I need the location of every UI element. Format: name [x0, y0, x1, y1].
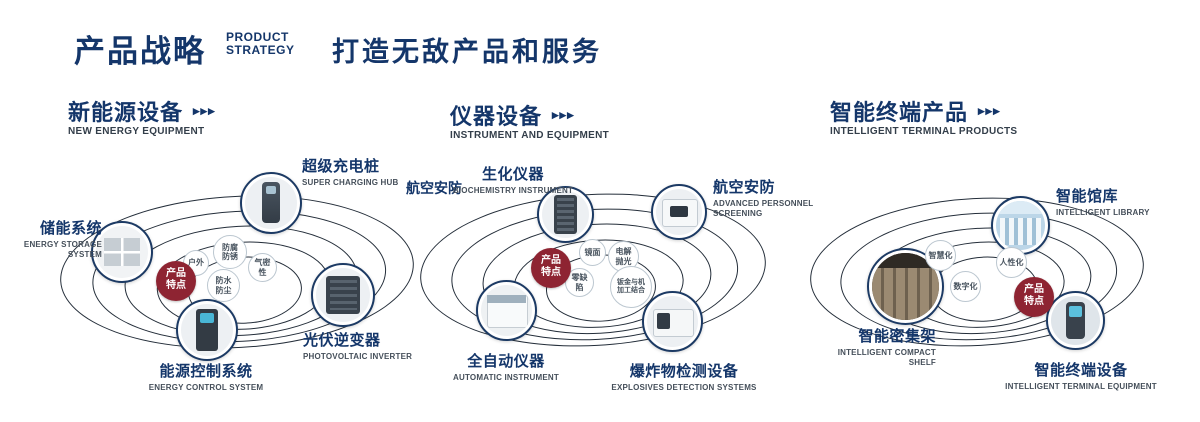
- instrument-rack-image: [542, 191, 589, 238]
- section-title-new-energy: 新能源设备 ▸▸▸: [68, 95, 216, 127]
- control-cabinet-image: [181, 304, 233, 356]
- product-name-en: BIOCHEMISTRY INSTRUMENT: [452, 186, 574, 195]
- compact-shelf-image: [872, 253, 939, 320]
- product-energy-control-system: [176, 299, 238, 361]
- feature-bubble: 数字化: [950, 271, 981, 302]
- product-label-energy-control: 能源控制系统 ENERGY CONTROL SYSTEM: [130, 360, 282, 393]
- product-name-cn: 智能馆库: [1056, 188, 1119, 205]
- product-name-cn: 光伏逆变器: [303, 332, 381, 349]
- product-label-terminal-equipment: 智能终端设备 INTELLIGENT TERMINAL EQUIPMENT: [1000, 359, 1162, 392]
- triple-chevron-icon: ▸▸▸: [552, 107, 575, 122]
- product-name-en: ENERGY STORAGE SYSTEM: [23, 240, 102, 259]
- product-energy-storage-system: [91, 221, 153, 283]
- product-label-automatic-instrument: 全自动仪器 AUTOMATIC INSTRUMENT: [430, 350, 582, 383]
- explosives-detector-image: [647, 296, 698, 347]
- product-photovoltaic-inverter: [311, 263, 375, 327]
- charging-hub-image: [245, 177, 297, 229]
- product-label-compact-shelf: 智能密集架 INTELLIGENT COMPACT SHELF: [828, 325, 936, 368]
- page-title-en-line2: STRATEGY: [226, 43, 295, 57]
- product-name-en: INTELLIGENT TERMINAL EQUIPMENT: [1005, 382, 1157, 391]
- product-name-cn: 智能密集架: [858, 328, 936, 345]
- feature-bubble: 防水防尘: [207, 269, 240, 302]
- product-label-explosives-detection: 爆炸物检测设备 EXPLOSIVES DETECTION SYSTEMS: [600, 360, 768, 393]
- product-name-en: ADVANCED PERSONNEL SCREENING: [713, 199, 814, 218]
- page-title-en: PRODUCT STRATEGY: [226, 31, 294, 57]
- inverter-image: [316, 268, 370, 322]
- product-label-intelligent-library: 智能馆库 INTELLIGENT LIBRARY: [1056, 185, 1178, 218]
- feature-bubble: 镜面: [579, 239, 606, 266]
- page-slogan: 打造无敌产品和服务: [332, 37, 602, 67]
- page-title: 产品战略: [74, 34, 206, 69]
- library-image: [996, 201, 1045, 250]
- feature-badge: 产品特点: [531, 248, 571, 288]
- product-personnel-screening: [651, 184, 707, 240]
- feature-badge: 产品特点: [1014, 277, 1054, 317]
- energy-storage-image: [96, 226, 148, 278]
- terminal-kiosk-image: [1051, 296, 1100, 345]
- product-label-biochemistry: 生化仪器 BIOCHEMISTRY INSTRUMENT: [448, 163, 578, 196]
- feature-bubble: 人性化: [996, 247, 1027, 278]
- product-name-cn: 爆炸物检测设备: [629, 363, 739, 380]
- product-name-cn: 生化仪器: [481, 166, 544, 183]
- product-intelligent-terminal-equipment: [1046, 291, 1105, 350]
- product-name-en: INTELLIGENT COMPACT SHELF: [837, 348, 936, 367]
- side-label-aviation-security: 航空安防: [406, 180, 462, 196]
- feature-bubble: 气密性: [248, 253, 277, 282]
- product-biochemistry-instrument: [537, 186, 594, 243]
- product-name-cn: 能源控制系统: [159, 363, 253, 380]
- product-super-charging-hub: [240, 172, 302, 234]
- product-name-cn: 智能终端设备: [1034, 362, 1128, 379]
- product-name-en: SUPER CHARGING HUB: [302, 178, 399, 187]
- screening-machine-image: [656, 189, 702, 235]
- product-label-energy-storage: 储能系统 ENERGY STORAGE SYSTEM: [6, 217, 102, 260]
- triple-chevron-icon: ▸▸▸: [978, 103, 1001, 118]
- section-subtitle-intelligent-terminal: INTELLIGENT TERMINAL PRODUCTS: [830, 126, 1018, 137]
- triple-chevron-icon: ▸▸▸: [193, 103, 216, 118]
- feature-bubble: 智慧化: [925, 240, 956, 271]
- product-label-photovoltaic-inverter: 光伏逆变器 PHOTOVOLTAIC INVERTER: [303, 329, 421, 362]
- section-subtitle-new-energy: NEW ENERGY EQUIPMENT: [68, 126, 205, 137]
- product-name-cn: 储能系统: [39, 220, 102, 237]
- product-name-cn: 超级充电桩: [302, 158, 380, 175]
- product-label-personnel-screening: 航空安防 ADVANCED PERSONNEL SCREENING: [713, 176, 825, 219]
- product-name-cn: 全自动仪器: [467, 353, 545, 370]
- automatic-instrument-image: [481, 285, 532, 336]
- product-explosives-detection: [642, 291, 703, 352]
- product-name-en: AUTOMATIC INSTRUMENT: [453, 373, 559, 382]
- section-title-text: 仪器设备: [450, 104, 543, 129]
- product-label-super-charging-hub: 超级充电桩 SUPER CHARGING HUB: [302, 155, 422, 188]
- feature-bubble: 防腐防锈: [213, 235, 247, 269]
- product-name-en: PHOTOVOLTAIC INVERTER: [303, 352, 413, 361]
- feature-badge: 产品特点: [156, 261, 196, 301]
- product-name-en: ENERGY CONTROL SYSTEM: [148, 383, 264, 392]
- section-title-instrument: 仪器设备 ▸▸▸: [450, 99, 575, 131]
- product-name-en: INTELLIGENT LIBRARY: [1056, 208, 1150, 217]
- product-name-cn: 航空安防: [713, 179, 776, 196]
- section-title-text: 新能源设备: [68, 100, 184, 125]
- section-title-intelligent-terminal: 智能终端产品 ▸▸▸: [830, 95, 1001, 127]
- feature-bubble: 钣金与机加工结合: [610, 266, 652, 308]
- product-name-en: EXPLOSIVES DETECTION SYSTEMS: [611, 383, 757, 392]
- product-automatic-instrument: [476, 280, 537, 341]
- product-intelligent-compact-shelf: [867, 248, 944, 325]
- section-title-text: 智能终端产品: [830, 100, 969, 125]
- page-title-en-line1: PRODUCT: [226, 30, 289, 44]
- product-intelligent-library: [991, 196, 1050, 255]
- section-subtitle-instrument: INSTRUMENT AND EQUIPMENT: [450, 130, 610, 141]
